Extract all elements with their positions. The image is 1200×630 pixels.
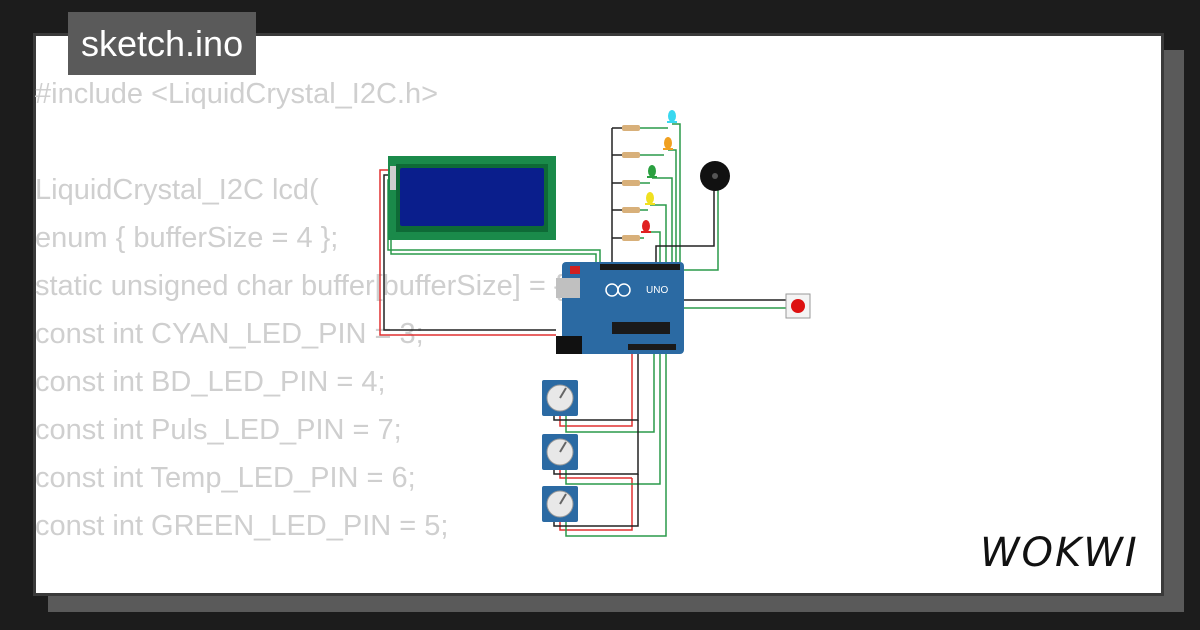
code-line: #include <LiquidCrystal_I2C.h> bbox=[35, 78, 439, 110]
wokwi-logo: WOKWI bbox=[980, 530, 1139, 576]
led-yellow bbox=[645, 192, 655, 205]
code-line: LiquidCrystal_I2C lcd( bbox=[35, 174, 319, 206]
leds bbox=[641, 110, 677, 233]
board-label: UNO bbox=[646, 285, 668, 296]
code-line: const int Temp_LED_PIN = 6; bbox=[35, 462, 416, 494]
code-line: const int GREEN_LED_PIN = 5; bbox=[35, 510, 449, 542]
led-orange bbox=[663, 137, 673, 150]
code-preview: #include <LiquidCrystal_I2C.h> LiquidCrys… bbox=[35, 70, 633, 550]
wires bbox=[379, 123, 786, 537]
potentiometer[interactable] bbox=[542, 486, 578, 522]
buzzer[interactable] bbox=[700, 161, 730, 191]
potentiometer[interactable] bbox=[542, 434, 578, 470]
code-line: const int BD_LED_PIN = 4; bbox=[35, 366, 386, 398]
led-green bbox=[647, 165, 657, 178]
resistors bbox=[622, 125, 640, 241]
lcd-display[interactable] bbox=[388, 156, 556, 240]
arduino-board[interactable]: UNO bbox=[556, 262, 684, 354]
sketch-filename-tab: sketch.ino bbox=[68, 12, 257, 75]
led-cyan bbox=[667, 110, 677, 123]
led-red bbox=[641, 220, 651, 233]
potentiometer[interactable] bbox=[542, 380, 578, 416]
wokwi-logo-text: WOKWI bbox=[980, 530, 1139, 576]
code-line: enum { bufferSize = 4 }; bbox=[35, 222, 339, 254]
code-line: const int CYAN_LED_PIN = 3; bbox=[35, 318, 424, 350]
code-line: const int Puls_LED_PIN = 7; bbox=[35, 414, 402, 446]
push-button[interactable] bbox=[785, 293, 811, 319]
